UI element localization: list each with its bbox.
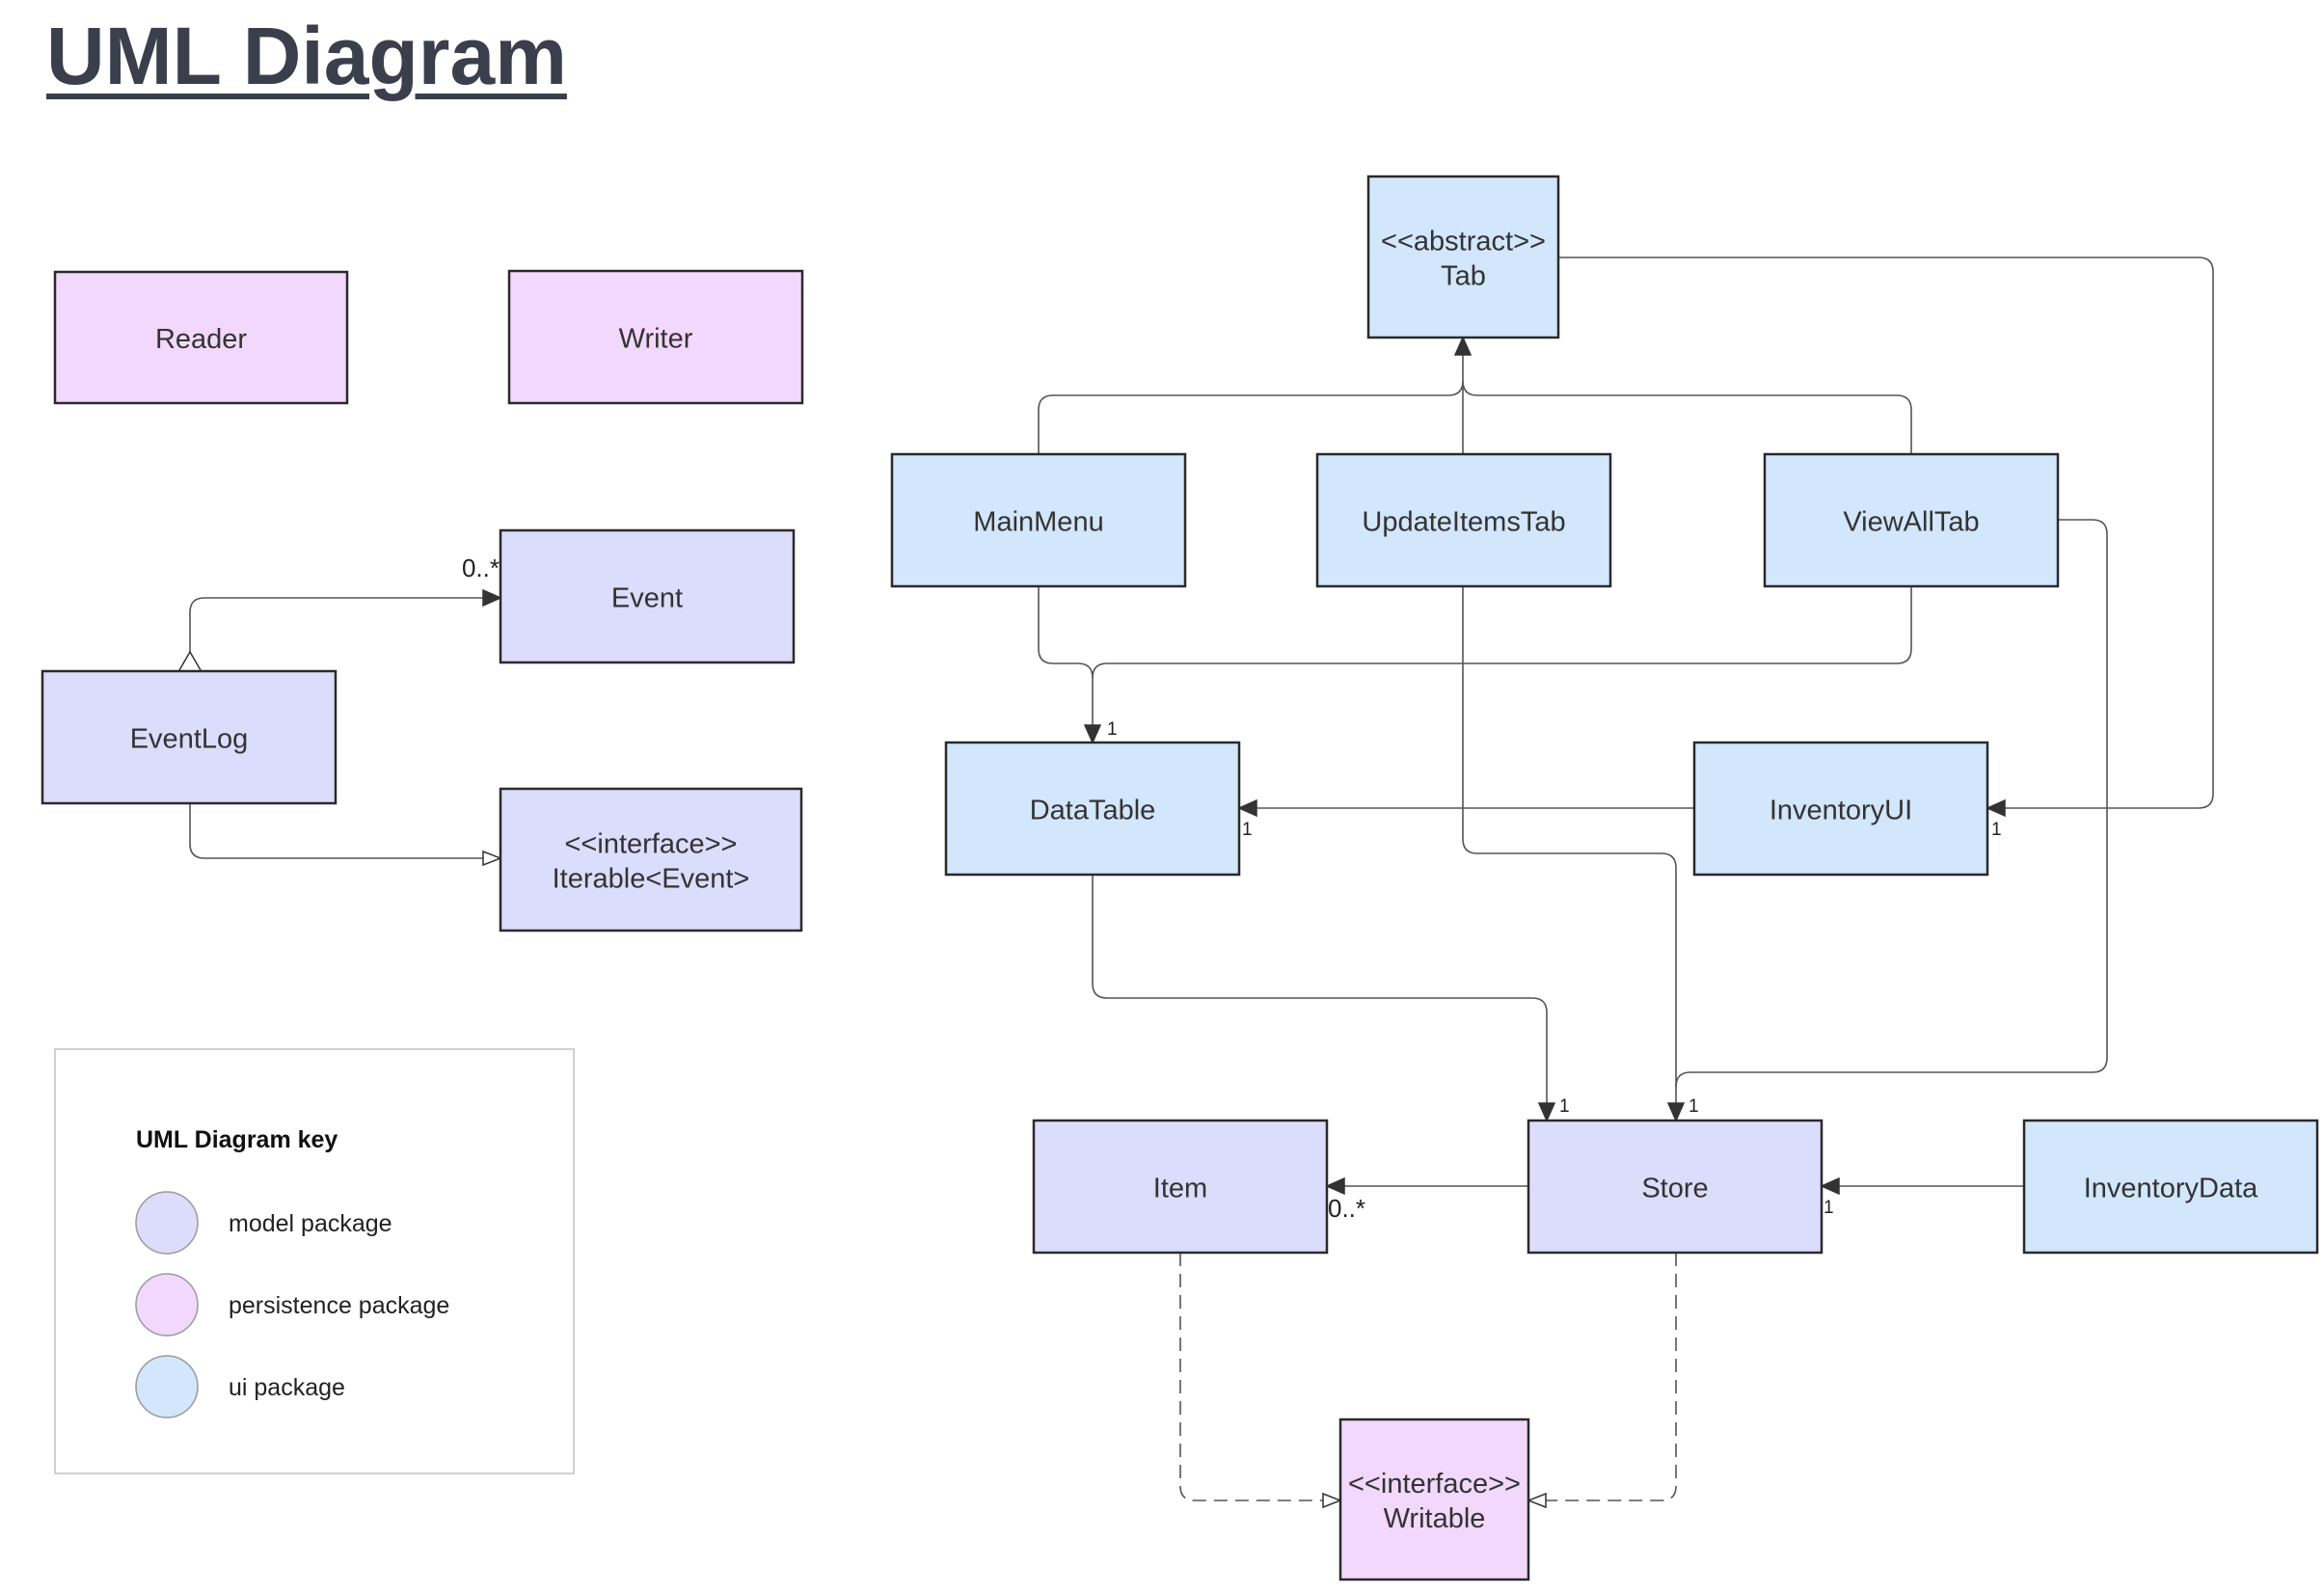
class-reader[interactable]: Reader (53, 270, 349, 405)
class-store[interactable]: Store (1527, 1119, 1824, 1255)
class-event[interactable]: Event (499, 528, 796, 664)
class-label: InventoryData (2084, 1174, 2258, 1204)
key-label: ui package (229, 1374, 345, 1401)
item-writable-realization-connector (1179, 1253, 1340, 1500)
class-label: Store (1641, 1174, 1708, 1204)
key-label: model package (229, 1210, 392, 1237)
class-label: DataTable (1030, 796, 1156, 826)
class-label: InventoryUI (1770, 796, 1912, 826)
class-iterable[interactable]: <<interface>> Iterable<Event> (499, 787, 803, 932)
multiplicity-label: 1 (1991, 820, 2002, 840)
class-datatable[interactable]: DataTable (944, 741, 1241, 877)
multiplicity-label: 1 (1107, 719, 1118, 740)
multiplicity-label: 0..* (1328, 1194, 1365, 1223)
multiplicity-label: 1 (1242, 820, 1253, 840)
class-label: Writable (1384, 1503, 1486, 1534)
store-writable-realization-connector (1528, 1253, 1677, 1500)
diagram-key: UML Diagram key model package persistence … (54, 1048, 575, 1474)
class-mainmenu[interactable]: MainMenu (890, 452, 1187, 588)
class-label: ViewAllTab (1843, 507, 1979, 538)
multiplicity-label: 1 (1559, 1096, 1570, 1117)
page-title: UML Diagram (46, 11, 567, 101)
multiplicity-label: 0..* (462, 554, 500, 582)
tab-inventoryui-aggregation-connector (1558, 257, 2214, 808)
key-swatch-model (135, 1191, 199, 1255)
multiplicity-label: 1 (1689, 1096, 1699, 1117)
eventlog-event-aggregation-connector (190, 598, 500, 652)
key-title: UML Diagram key (136, 1126, 338, 1153)
class-viewalltab[interactable]: ViewAllTab (1763, 452, 2060, 588)
updateitemstab-store-aggregation-connector (1463, 586, 1676, 1121)
class-label: EventLog (130, 724, 249, 755)
class-eventlog[interactable]: EventLog (41, 669, 338, 805)
class-label: Event (611, 583, 683, 614)
class-label: Tab (1441, 261, 1486, 292)
class-label: UpdateItemsTab (1362, 507, 1565, 538)
class-tab[interactable]: <<abstract>> Tab (1366, 175, 1560, 339)
class-label: Writer (619, 324, 693, 355)
class-inventoryui[interactable]: InventoryUI (1692, 741, 1989, 877)
class-label: Reader (155, 324, 247, 355)
eventlog-iterable-realization-connector (189, 803, 500, 858)
class-writable[interactable]: <<interface>> Writable (1338, 1418, 1530, 1581)
key-swatch-persistence (135, 1273, 199, 1337)
class-inventorydata[interactable]: InventoryData (2022, 1119, 2319, 1255)
viewalltab-store-aggregation-connector (1675, 520, 2108, 1088)
key-swatch-ui (135, 1355, 199, 1418)
class-label: MainMenu (973, 507, 1103, 538)
datatable-store-aggregation-connector (1093, 875, 1547, 1121)
mainmenu-tab-generalization-connector (1038, 338, 1463, 454)
viewalltab-tab-generalization-connector (1462, 380, 1912, 454)
class-label: <<abstract>> (1381, 227, 1546, 257)
class-item[interactable]: Item (1032, 1119, 1329, 1255)
class-label: Iterable<Event> (553, 864, 750, 895)
class-label: Item (1153, 1174, 1207, 1204)
multiplicity-label: 1 (1824, 1198, 1834, 1218)
mainmenu-datatable-association-connector (1038, 586, 1093, 743)
class-writer[interactable]: Writer (507, 269, 804, 405)
key-label: persistence package (229, 1292, 449, 1319)
class-label: <<interface>> (565, 829, 738, 860)
class-updateitemstab[interactable]: UpdateItemsTab (1315, 452, 1612, 588)
viewalltab-datatable-association-connector (1092, 586, 1912, 679)
class-label: <<interface>> (1348, 1469, 1521, 1499)
